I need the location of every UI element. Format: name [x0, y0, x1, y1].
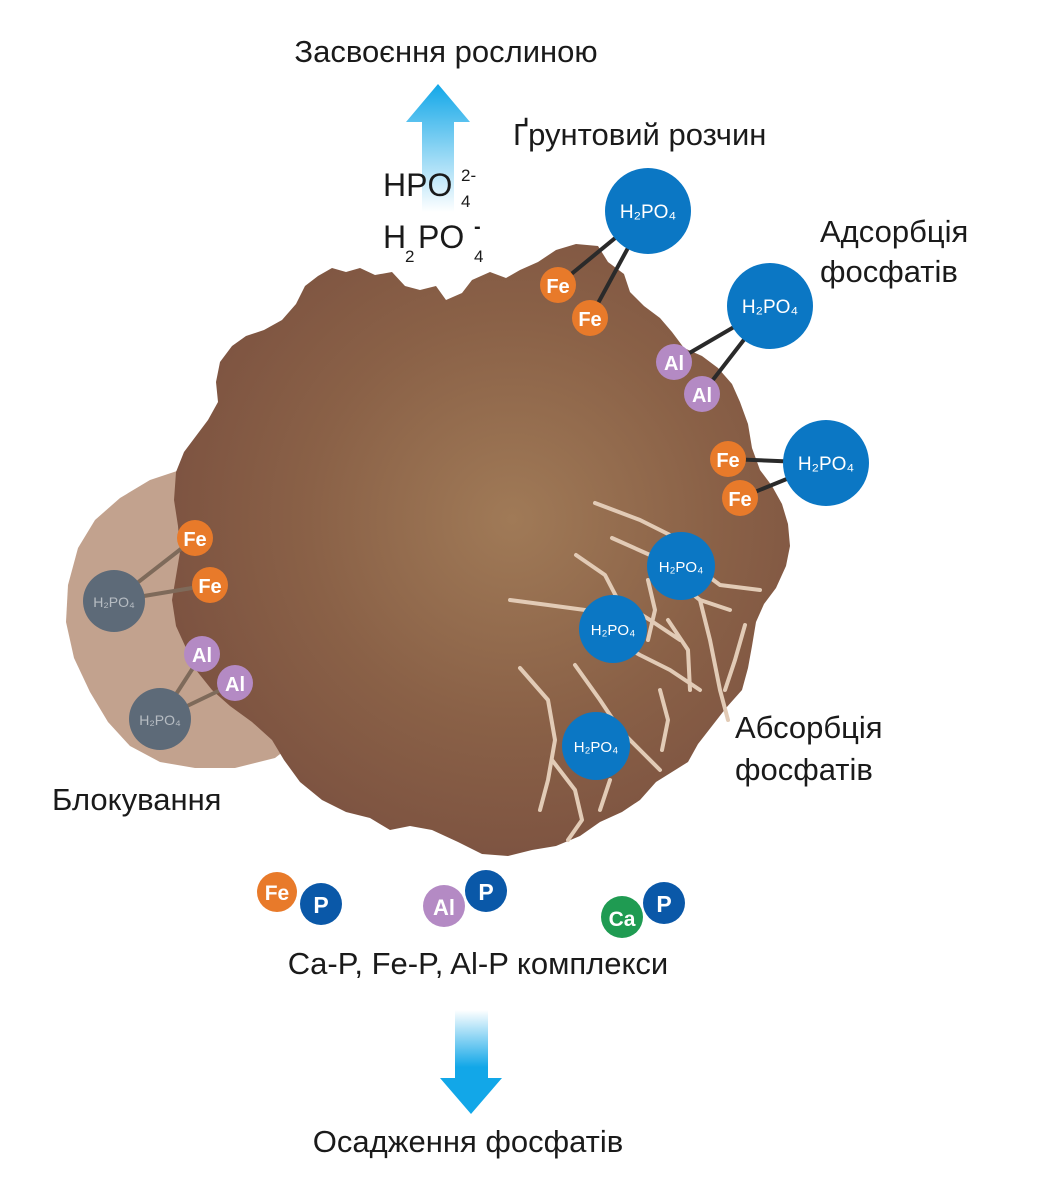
svg-text:Al: Al: [692, 385, 712, 407]
soil-particle: [172, 244, 790, 856]
svg-text:Fe: Fe: [265, 882, 290, 905]
svg-text:P: P: [656, 891, 671, 917]
h2po4-subscript-4: 4: [474, 247, 483, 266]
uptake-arrow-icon: [406, 84, 470, 212]
svg-text:H₂PO₄: H₂PO₄: [591, 622, 635, 639]
ca-p-complex: Ca P: [601, 882, 685, 938]
fe-ion: Fe: [192, 567, 228, 603]
svg-text:Fe: Fe: [716, 450, 739, 472]
svg-text:H₂PO₄: H₂PO₄: [798, 454, 855, 475]
h2po4-charge: -: [474, 216, 481, 238]
svg-text:Ca: Ca: [609, 908, 636, 931]
svg-text:Al: Al: [433, 895, 455, 920]
hpo4-charge: 2-: [461, 166, 476, 185]
adsorbed-h2po4-2: H₂PO₄: [727, 263, 813, 349]
adsorption-label-line2: фосфатів: [820, 254, 958, 289]
blocked-h2po4-2: H₂PO₄: [129, 688, 191, 750]
fe-ion: Fe: [710, 441, 746, 477]
svg-text:P: P: [313, 892, 328, 918]
absorbed-h2po4-1: H₂PO₄: [647, 532, 715, 600]
svg-text:Al: Al: [225, 674, 245, 696]
svg-text:P: P: [478, 879, 493, 905]
precipitation-label: Осадження фосфатів: [313, 1124, 623, 1159]
al-ion: Al: [184, 636, 220, 672]
hpo4-ion-label: HPO: [383, 167, 452, 203]
soil-solution-label: Ґрунтовий розчин: [513, 117, 766, 152]
svg-text:Al: Al: [192, 645, 212, 667]
svg-text:Fe: Fe: [578, 309, 601, 331]
svg-text:H₂PO₄: H₂PO₄: [742, 297, 799, 318]
fe-ion: Fe: [572, 300, 608, 336]
svg-text:Fe: Fe: [728, 489, 751, 511]
al-ion: Al: [684, 376, 720, 412]
adsorbed-h2po4-3: H₂PO₄: [783, 420, 869, 506]
al-ion: Al: [217, 665, 253, 701]
al-ion: Al: [656, 344, 692, 380]
h2po4-po: PO: [418, 219, 464, 255]
hpo4-subscript: 4: [461, 192, 470, 211]
fe-ion: Fe: [722, 480, 758, 516]
svg-text:H₂PO₄: H₂PO₄: [659, 559, 703, 576]
absorbed-h2po4-2: H₂PO₄: [579, 595, 647, 663]
precipitation-arrow-icon: [440, 1010, 502, 1114]
al-p-complex: Al P: [423, 870, 507, 927]
absorption-label-line1: Абсорбція: [735, 710, 883, 745]
adsorbed-h2po4-1: H₂PO₄: [605, 168, 691, 254]
svg-text:H₂PO₄: H₂PO₄: [93, 594, 135, 610]
blocking-label: Блокування: [52, 782, 221, 817]
plant-uptake-label: Засвоєння рослиною: [294, 34, 597, 69]
svg-text:Fe: Fe: [183, 529, 206, 551]
adsorption-label-line1: Адсорбція: [820, 214, 968, 249]
fe-p-complex: Fe P: [257, 872, 342, 925]
h2po4-ion-label: H: [383, 219, 406, 255]
svg-text:Fe: Fe: [198, 576, 221, 598]
svg-text:H₂PO₄: H₂PO₄: [139, 712, 181, 728]
svg-text:Fe: Fe: [546, 276, 569, 298]
svg-text:H₂PO₄: H₂PO₄: [574, 739, 618, 756]
fe-ion: Fe: [177, 520, 213, 556]
svg-text:H₂PO₄: H₂PO₄: [620, 202, 677, 223]
absorption-label-line2: фосфатів: [735, 752, 873, 787]
blocked-h2po4-1: H₂PO₄: [83, 570, 145, 632]
fe-ion: Fe: [540, 267, 576, 303]
absorbed-h2po4-3: H₂PO₄: [562, 712, 630, 780]
svg-text:Al: Al: [664, 353, 684, 375]
complexes-label: Ca-P, Fe-P, Al-P комплекси: [288, 946, 668, 981]
h2po4-subscript-2: 2: [405, 247, 414, 266]
